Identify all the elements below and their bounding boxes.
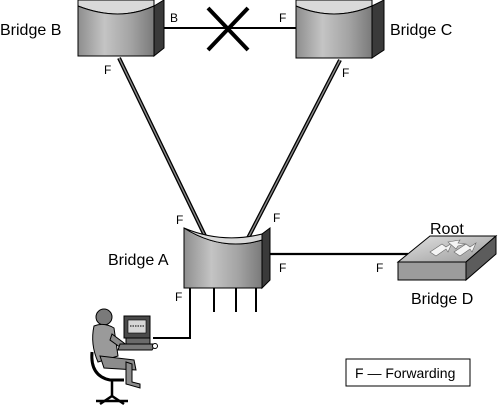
port-label-c-to-a: F: [342, 66, 349, 80]
blocked-link-mark: [206, 6, 250, 52]
workstation-user: [90, 308, 158, 406]
bridge-a: [183, 227, 271, 312]
root-label: Root: [430, 221, 464, 238]
bridge-a-label: Bridge A: [108, 252, 169, 269]
legend-text: F — Forwarding: [355, 365, 455, 381]
port-label-a-to-b: F: [176, 213, 183, 227]
bridge-c-label: Bridge C: [390, 22, 452, 39]
port-label-a-to-d: F: [279, 261, 286, 275]
bridge-d-label: Bridge D: [411, 291, 473, 308]
port-label-b-to-c: B: [170, 11, 178, 25]
port-label-b-to-a: F: [104, 63, 111, 77]
bridge-d: [396, 234, 498, 282]
port-label-c-to-b: F: [279, 11, 286, 25]
bridge-b-label: Bridge B: [0, 22, 61, 39]
bridge-b: [77, 0, 165, 58]
port-label-d-to-a: F: [376, 261, 383, 275]
link-b-a: [117, 57, 209, 241]
port-label-a-to-c: F: [273, 211, 280, 225]
link-c-a: [245, 59, 342, 241]
link-a-pc: [153, 288, 191, 339]
port-label-a-to-pc: F: [175, 290, 182, 304]
legend: F — Forwarding: [345, 358, 471, 387]
bridge-c: [295, 0, 385, 59]
